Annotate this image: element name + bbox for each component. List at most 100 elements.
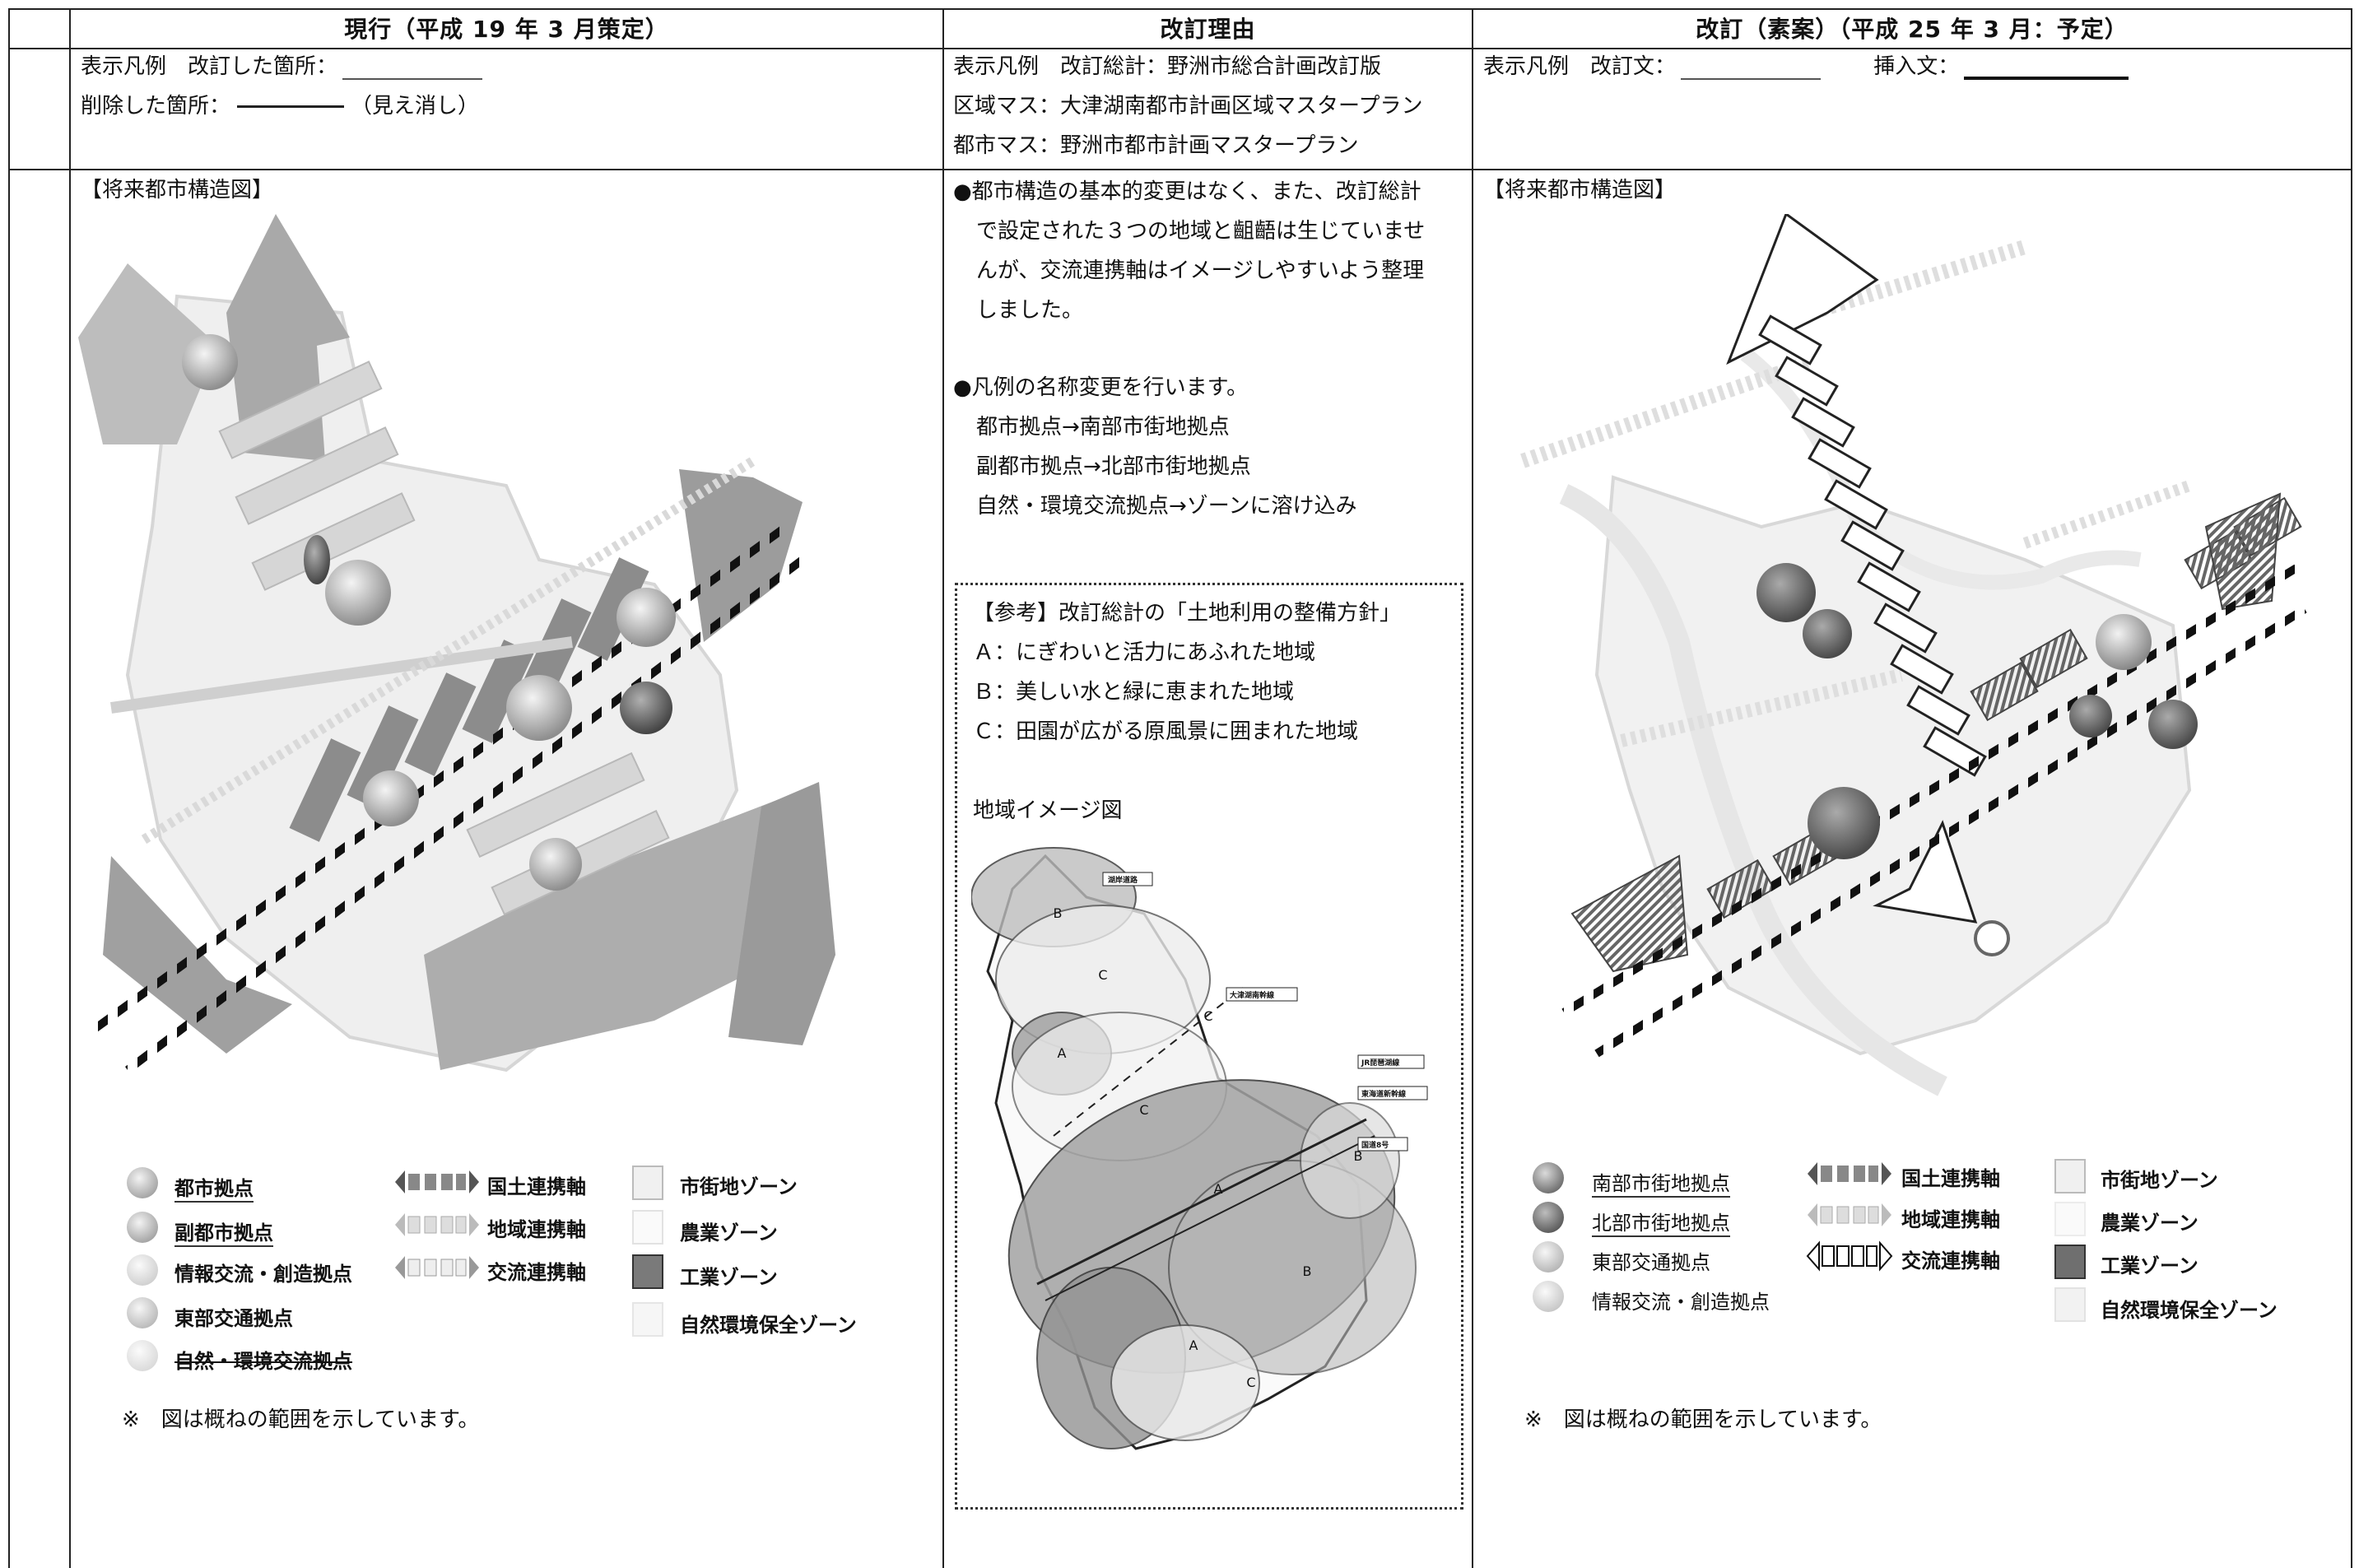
region-letter: C	[1098, 967, 1107, 983]
local-axis-arrow	[1620, 668, 1903, 747]
reason-column-border	[1472, 8, 1473, 1568]
reason-para-line: 自然・環境交流拠点→ゾーンに溶け込み	[976, 494, 1357, 519]
industrial-zone-swatch	[2054, 1245, 2086, 1279]
region-letter: A	[1058, 1045, 1067, 1061]
nature-zone-swatch	[632, 1302, 663, 1337]
local-axis-arrow	[1808, 240, 2027, 320]
legend-south-city-hub: 南部市街地拠点	[1592, 1167, 1730, 1198]
table-right-border	[2351, 8, 2352, 1568]
region-letter: B	[1054, 905, 1063, 921]
east-transport-hub-swatch	[1533, 1241, 1564, 1273]
city-hub-marker	[529, 838, 582, 891]
legend-industrial-zone: 工業ゾーン	[2101, 1254, 2198, 1277]
north-city-hub-marker	[1756, 563, 1816, 622]
info-hub-marker	[2069, 695, 2112, 737]
region-letter: C	[1203, 1008, 1212, 1024]
urban-zone-swatch	[632, 1166, 663, 1200]
legend-nature-zone: 自然環境保全ゾーン	[2101, 1299, 2278, 1322]
railway-line	[124, 556, 806, 1073]
railway-line	[1594, 605, 2307, 1058]
local-axis-swatch	[395, 1213, 479, 1236]
legend-farm-zone: 農業ゾーン	[680, 1221, 778, 1245]
reason-legend-line: 表示凡例 改訂総計：野洲市総合計画改訂版	[953, 54, 1382, 79]
current-section-title: 【将来都市構造図】	[81, 178, 274, 202]
reason-legend-line: 都市マス：野洲市都市計画マスタープラン	[953, 133, 1359, 158]
current-note: ※ 図は概ねの範囲を示しています。	[122, 1407, 480, 1432]
legend-exchange-axis: 交流連携軸	[487, 1261, 586, 1284]
info-hub-marker	[1974, 920, 2010, 956]
map-tag: 大津湖南幹線	[1230, 990, 1274, 1000]
revised-note: ※ 図は概ねの範囲を示しています。	[1524, 1407, 1882, 1432]
revised-section-title: 【将来都市構造図】	[1483, 178, 1677, 202]
region-letter: B	[1354, 1148, 1363, 1164]
region-image-map: B C A C C A B B A C 湖岸道路 大津湖南幹線 JR琵琶湖線 東…	[971, 847, 1428, 1450]
national-axis-swatch	[1808, 1162, 1891, 1185]
north-city-hub-marker	[1803, 609, 1852, 658]
farm-zone-swatch	[632, 1210, 663, 1245]
trunk-road	[1053, 987, 1244, 1137]
exchange-axis-arrow	[110, 636, 573, 714]
region-letter: B	[1303, 1263, 1312, 1279]
legend-urban-zone: 市街地ゾーン	[680, 1175, 798, 1198]
current-legend-revised: 表示凡例 改訂した箇所：	[81, 54, 483, 81]
local-axis-stripes	[218, 361, 670, 916]
reference-box	[955, 583, 1463, 1510]
region-zone-B	[1300, 1102, 1400, 1219]
south-city-hub-swatch	[1533, 1162, 1564, 1193]
info-hub-swatch	[127, 1254, 158, 1286]
map-tag: 国道8号	[1361, 1140, 1389, 1150]
strike-line-sample	[237, 105, 345, 108]
local-axis-swatch	[1808, 1203, 1891, 1226]
map-tag: 東海道新幹線	[1361, 1089, 1406, 1099]
reason-legend-line: 区域マス：大津湖南都市計画区域マスタープラン	[953, 94, 1423, 119]
legend-row-border	[8, 169, 2351, 170]
east-transport-hub-marker	[620, 682, 672, 734]
national-axis-swatch	[395, 1170, 479, 1193]
region-letter: A	[1214, 1181, 1223, 1197]
legend-east-transport-hub: 東部交通拠点	[1592, 1251, 1710, 1274]
table-top-border	[8, 8, 2351, 10]
reference-line: Ｂ：美しい水と緑に恵まれた地域	[973, 680, 1295, 705]
region-letter: A	[1189, 1338, 1198, 1353]
table-left-border	[8, 8, 10, 1568]
city-hub-marker	[506, 675, 572, 741]
map-tag: 湖岸道路	[1108, 875, 1138, 885]
header-current: 現行（平成 19 年 3 月策定）	[344, 16, 669, 43]
city-hub-marker	[182, 334, 238, 390]
jr-line	[1036, 1118, 1367, 1286]
reason-para-line: 都市拠点→南部市街地拠点	[976, 415, 1230, 440]
reason-para-line: んが、交流連携軸はイメージしやすいよう整理	[976, 258, 1425, 283]
city-hub-marker	[617, 588, 676, 647]
info-hub-marker	[2148, 700, 2198, 749]
south-city-hub-marker	[1808, 787, 1880, 859]
revised-underline-sample	[342, 58, 483, 81]
national-axis-arrow	[424, 790, 803, 1070]
revised-legend: 表示凡例 改訂文： 挿入文：	[1483, 54, 2129, 81]
header-reason: 改訂理由	[1160, 16, 1256, 43]
city-hub-marker	[363, 770, 419, 826]
nature-hub-swatch	[127, 1340, 158, 1371]
region-zone-C	[1110, 1324, 1260, 1441]
reason-para-line: ●凡例の名称変更を行います。	[953, 375, 1249, 400]
region-letter: C	[1246, 1375, 1255, 1390]
north-city-hub-swatch	[1533, 1202, 1564, 1233]
urban-zone-swatch	[2054, 1159, 2086, 1193]
legend-nature-zone: 自然環境保全ゾーン	[680, 1314, 857, 1337]
legend-national-axis: 国土連携軸	[1901, 1167, 2000, 1190]
inserted-text-underline	[1964, 57, 2129, 81]
legend-sub-city-hub: 副都市拠点	[174, 1217, 273, 1247]
urban-area	[1594, 475, 2192, 1056]
local-axis-arrow	[1520, 355, 1813, 468]
sub-city-hub-swatch	[127, 1212, 158, 1243]
national-axis-arrow	[78, 263, 218, 444]
nature-zone-ribbon	[1559, 484, 1947, 1096]
region-map-title: 地域イメージ図	[973, 798, 1123, 823]
exchange-axis-blocks	[1758, 314, 1987, 777]
local-axis-arrow	[2022, 480, 2192, 549]
legend-local-axis: 地域連携軸	[487, 1218, 586, 1241]
east-transport-hub-swatch	[127, 1297, 158, 1328]
reason-para-line: ●都市構造の基本的変更はなく、また、改訂総計	[953, 179, 1421, 204]
railway-line	[1561, 564, 2299, 1017]
reference-title: 【参考】改訂総計の「土地利用の整備方針」	[973, 601, 1402, 626]
exchange-axis-swatch	[1806, 1240, 1893, 1272]
